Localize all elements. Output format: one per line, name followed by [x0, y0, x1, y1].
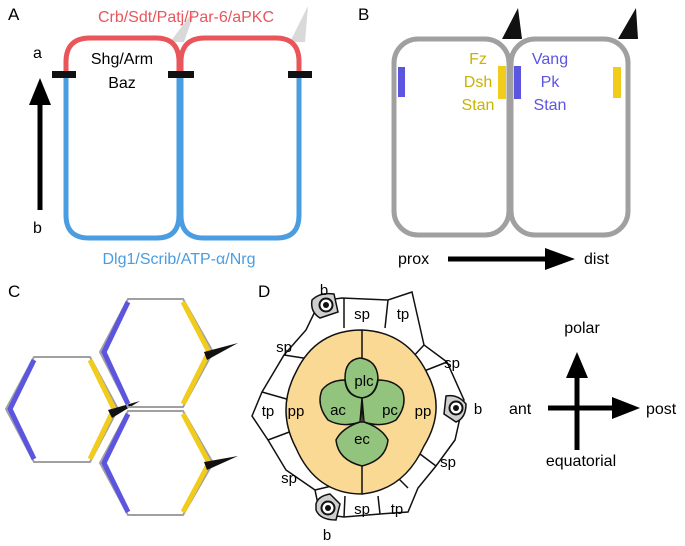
apical-membrane-right [178, 35, 302, 74]
compass-label-polar: polar [564, 320, 600, 337]
panel-d: D plc ac pc ec [251, 282, 677, 544]
junction-bar-right [288, 71, 312, 78]
axis-label-dist: dist [584, 251, 609, 268]
cone-cell-ec [335, 421, 389, 467]
panel-b-letter: B [358, 5, 369, 24]
label-plc: plc [354, 373, 374, 390]
label-pc: pc [382, 402, 398, 419]
label-vang: Vang [532, 51, 568, 68]
label-sp-top: sp [354, 306, 370, 323]
hair-icon-c-bottom [204, 456, 238, 470]
outer-cell-dividers [261, 298, 448, 518]
apical-marker-right [290, 6, 308, 42]
junction-label-baz: Baz [108, 75, 136, 92]
panel-a-letter: A [8, 5, 20, 24]
hexagon-cell-top [98, 298, 215, 408]
label-sp-upper-right: sp [444, 355, 460, 372]
junction-bar-middle [168, 71, 194, 78]
planar-cell-left [391, 36, 512, 238]
label-b-bottom: b [323, 527, 331, 544]
vang-pk-bar-middle [514, 66, 521, 99]
hair-icon-c-left [108, 401, 140, 418]
axis-label-basal: b [33, 220, 42, 237]
compass-label-post: post [646, 401, 677, 418]
hexagon-bottom-purple-edge [101, 412, 131, 514]
panel-d-letter: D [258, 282, 270, 301]
apical-complex-label: Crb/Sdt/Patj/Par-6/aPKC [98, 9, 274, 26]
axis-label-apical: a [33, 45, 42, 62]
label-pp-right: pp [415, 403, 432, 420]
hair-icon-c-top [204, 343, 238, 360]
fz-dsh-bar-middle [498, 66, 506, 99]
cone-cell-ac [319, 379, 363, 426]
bristle-cell-top [310, 292, 339, 319]
prox-dist-axis-arrowhead [545, 248, 575, 270]
panel-a: A Crb/Sdt/Patj/Par-6/aPKC Shg/Arm Baz Dl… [8, 5, 312, 268]
label-b-top: b [320, 282, 328, 299]
apical-basal-axis-arrowhead [29, 78, 51, 105]
apical-marker-left [170, 8, 196, 42]
bristle-cell-right [443, 394, 467, 423]
compass-label-equatorial: equatorial [546, 453, 616, 470]
label-stan-left: Stan [462, 97, 495, 114]
hair-icon-left [502, 8, 522, 39]
label-pp-left: pp [288, 403, 305, 420]
compass-label-ant: ant [509, 401, 532, 418]
apical-membrane-left [63, 35, 182, 74]
label-tp-bottom: tp [391, 501, 404, 518]
label-dsh: Dsh [464, 74, 492, 91]
label-b-right: b [474, 401, 482, 418]
label-sp-lower-right: sp [440, 454, 456, 471]
junction-bar-left [52, 71, 76, 78]
orientation-compass [548, 352, 640, 450]
planar-cell-right [508, 36, 631, 238]
panel-c-letter: C [8, 282, 20, 301]
label-sp-lower-left: sp [281, 470, 297, 487]
bristle-cell-bottom [315, 493, 341, 521]
hexagon-cell-left [4, 356, 120, 463]
label-tp-top: tp [397, 306, 410, 323]
label-fz: Fz [469, 51, 487, 68]
axis-label-prox: prox [398, 251, 429, 268]
cone-cell-pc [361, 379, 405, 426]
label-stan-right: Stan [534, 97, 567, 114]
hexagon-top-purple-edge [101, 300, 131, 406]
basolateral-complex-label: Dlg1/Scrib/ATP-α/Nrg [103, 251, 256, 268]
basolateral-membrane-left [63, 74, 182, 241]
basolateral-membrane-right [178, 74, 302, 241]
hexagon-left-purple-edge [7, 358, 37, 461]
hair-icon-right [618, 8, 638, 39]
hexagon-cell-bottom [98, 410, 215, 516]
fz-dsh-bar-right [613, 67, 621, 98]
label-pk: Pk [541, 74, 561, 91]
label-sp-upper-left: sp [276, 339, 292, 356]
panel-b: B Fz Dsh Stan Vang Pk Stan prox dist [358, 5, 638, 270]
label-tp-left: tp [262, 403, 275, 420]
panel-c: C [4, 282, 238, 516]
label-sp-bottom: sp [354, 501, 370, 518]
junction-label-shg-arm: Shg/Arm [91, 51, 153, 68]
vang-pk-bar-left [398, 67, 405, 97]
label-ac: ac [330, 402, 346, 419]
label-ec: ec [354, 431, 370, 448]
